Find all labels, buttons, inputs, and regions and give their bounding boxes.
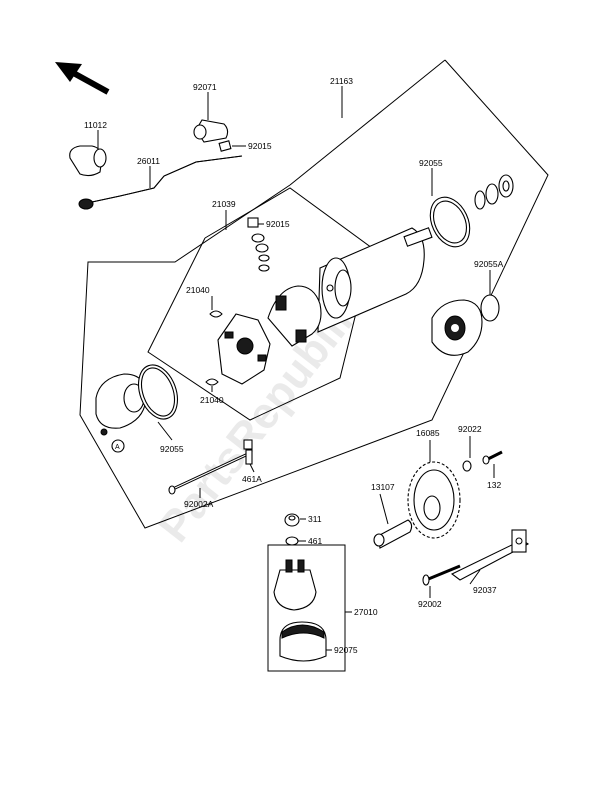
label-92002: 92002 bbox=[418, 599, 442, 609]
brush-spring-21040-upper bbox=[209, 310, 223, 318]
arrow-up-left-icon bbox=[55, 62, 110, 95]
bolt-92002 bbox=[422, 564, 461, 586]
label-21040-lower: 21040 bbox=[200, 395, 224, 405]
brush-holder bbox=[267, 285, 322, 347]
leader-lines bbox=[97, 86, 495, 651]
circle-A-icon bbox=[111, 439, 125, 453]
label-461: 461 bbox=[308, 536, 322, 546]
cap-11012 bbox=[69, 145, 107, 177]
starter-gear-16085 bbox=[407, 461, 461, 539]
label-311: 311 bbox=[308, 514, 322, 524]
label-92015-lower: 92015 bbox=[266, 219, 290, 229]
label-21163: 21163 bbox=[330, 76, 353, 86]
label-92055-lower: 92055 bbox=[160, 444, 184, 454]
nut-92015-upper bbox=[218, 140, 232, 152]
brush-spring-21040-lower bbox=[205, 378, 219, 386]
bolt-132 bbox=[482, 450, 503, 465]
label-A: A bbox=[115, 444, 120, 451]
label-461A: 461A bbox=[242, 474, 262, 484]
label-92075: 92075 bbox=[334, 645, 358, 655]
solenoid-cover-92075 bbox=[279, 621, 327, 662]
label-92037: 92037 bbox=[473, 585, 497, 595]
label-92071: 92071 bbox=[193, 82, 217, 92]
brush-holder-outline bbox=[147, 187, 373, 421]
label-21039: 21039 bbox=[212, 199, 236, 209]
shaft-13107 bbox=[373, 519, 413, 549]
solenoid-contact-27010 bbox=[273, 559, 317, 611]
label-13107: 13107 bbox=[371, 482, 395, 492]
label-26011: 26011 bbox=[137, 156, 160, 166]
motor-armature-yoke bbox=[317, 227, 433, 333]
end-cover-right bbox=[431, 299, 483, 356]
cap-92071 bbox=[193, 119, 229, 143]
label-92022: 92022 bbox=[458, 424, 482, 434]
label-92055-upper: 92055 bbox=[419, 158, 443, 168]
label-92002A: 92002A bbox=[184, 499, 214, 509]
label-92015-upper: 92015 bbox=[248, 141, 272, 151]
o-ring-92055-upper bbox=[429, 196, 471, 248]
solenoid-outline bbox=[267, 544, 346, 672]
nut-311 bbox=[284, 513, 300, 527]
part-number-labels: 11012 92071 92015 21163 26011 21039 9201… bbox=[84, 76, 504, 655]
label-16085: 16085 bbox=[416, 428, 440, 438]
brush-plate bbox=[217, 313, 271, 385]
starter-assembly-outline bbox=[79, 59, 549, 529]
washer-461 bbox=[285, 536, 299, 546]
o-ring-92055A bbox=[480, 294, 500, 322]
cable-26011 bbox=[78, 155, 243, 210]
o-ring-92055-lower bbox=[138, 364, 178, 420]
nut-461A bbox=[243, 439, 253, 465]
label-11012: 11012 bbox=[84, 120, 107, 130]
nut-92015-stack bbox=[247, 217, 270, 272]
washer-92022 bbox=[462, 460, 472, 472]
label-132: 132 bbox=[487, 480, 501, 490]
label-92055A: 92055A bbox=[474, 259, 504, 269]
bracket-92037 bbox=[450, 529, 530, 581]
label-21040-upper: 21040 bbox=[186, 285, 210, 295]
through-bolt-92002A bbox=[168, 452, 249, 495]
washer-set-right bbox=[474, 174, 514, 210]
label-27010: 27010 bbox=[354, 607, 378, 617]
